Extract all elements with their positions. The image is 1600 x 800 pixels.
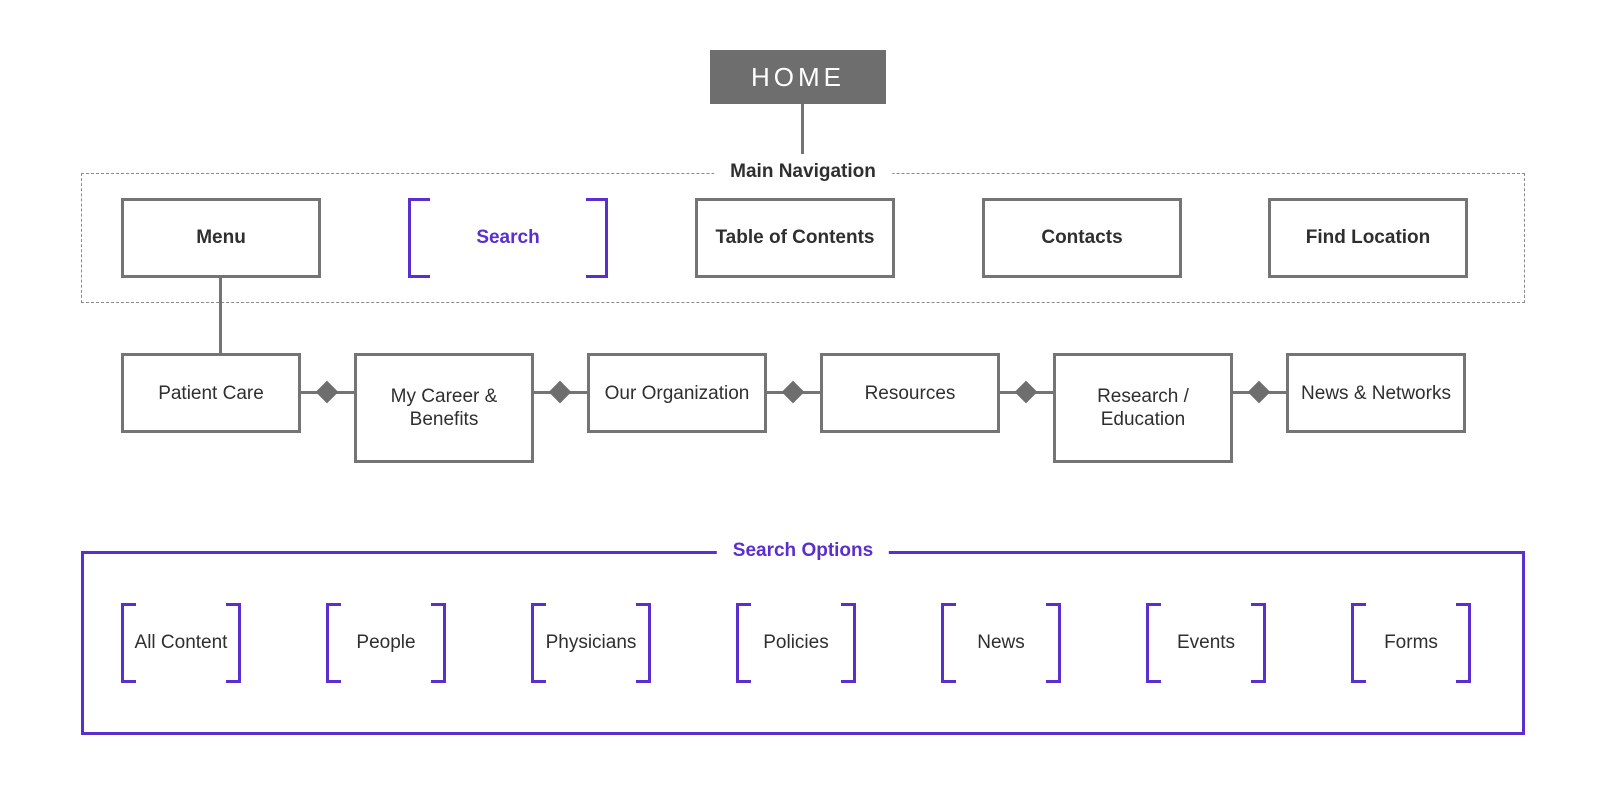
menu-item-research-education[interactable]: Research / Education xyxy=(1053,353,1233,463)
connector-diamond xyxy=(548,380,572,404)
search-option-bracket-gap xyxy=(1366,600,1456,686)
menu-item-patient-care[interactable]: Patient Care xyxy=(121,353,301,433)
search-option-all-content[interactable]: All Content xyxy=(134,632,228,653)
nav-table-of-contents[interactable]: Table of Contents xyxy=(695,198,895,278)
search-option-bracket-gap xyxy=(136,600,226,686)
home-node[interactable]: HOME xyxy=(710,50,886,104)
menu-item-my-career-benefits[interactable]: My Career & Benefits xyxy=(354,353,534,463)
search-option-bracket-gap xyxy=(1161,600,1251,686)
search-option-bracket-gap xyxy=(546,600,636,686)
nav-search[interactable]: Search xyxy=(476,227,540,248)
nav-search-bracket-gap xyxy=(430,195,586,281)
connector-diamond xyxy=(1014,380,1038,404)
connector-diamond xyxy=(315,380,339,404)
search-option-bracket-gap xyxy=(341,600,431,686)
nav-menu[interactable]: Menu xyxy=(121,198,321,278)
search-option-bracket-gap xyxy=(956,600,1046,686)
menu-item-our-organization[interactable]: Our Organization xyxy=(587,353,767,433)
search-option-events[interactable]: Events xyxy=(1176,632,1236,653)
search-option-forms[interactable]: Forms xyxy=(1384,632,1438,653)
search-option-people[interactable]: People xyxy=(356,632,416,653)
menu-connector xyxy=(219,278,222,353)
nav-find-location[interactable]: Find Location xyxy=(1268,198,1468,278)
search-option-bracket-gap xyxy=(751,600,841,686)
connector-diamond xyxy=(1247,380,1271,404)
main-navigation-label: Main Navigation xyxy=(714,161,892,183)
search-option-policies[interactable]: Policies xyxy=(763,632,829,653)
menu-item-news-networks[interactable]: News & Networks xyxy=(1286,353,1466,433)
nav-contacts[interactable]: Contacts xyxy=(982,198,1182,278)
home-connector xyxy=(801,104,804,154)
search-option-news[interactable]: News xyxy=(977,632,1025,653)
search-option-physicians[interactable]: Physicians xyxy=(545,632,637,653)
menu-item-resources[interactable]: Resources xyxy=(820,353,1000,433)
search-options-label: Search Options xyxy=(716,540,890,562)
connector-diamond xyxy=(781,380,805,404)
